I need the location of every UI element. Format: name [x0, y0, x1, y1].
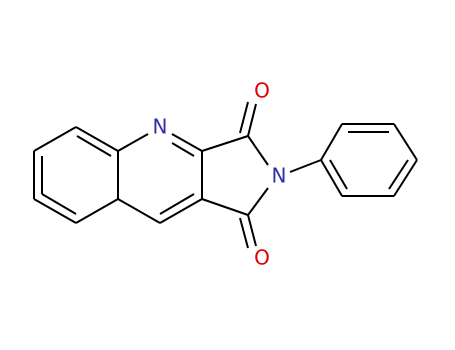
bond [159, 198, 203, 224]
bond [393, 123, 418, 161]
carbonyl-bond [239, 217, 249, 249]
bond [117, 133, 149, 152]
bond [75, 126, 119, 152]
carbonyl-bond [247, 103, 257, 137]
double-bond-inner [76, 135, 112, 157]
oxygen-top-label: O [254, 79, 270, 103]
oxygen-bottom-label: O [254, 246, 270, 270]
pyridine-ring [117, 133, 203, 224]
bond [201, 135, 249, 152]
nitrogen-imide-label: N [272, 164, 287, 188]
bond [247, 135, 269, 166]
double-bond-inner [159, 193, 195, 215]
bond [320, 123, 343, 161]
bond [33, 198, 77, 224]
bond [117, 198, 161, 224]
nitrogen-ring-label: N [153, 115, 168, 139]
bond [33, 126, 77, 152]
bond [393, 159, 418, 197]
double-bond-inner [388, 159, 409, 190]
carbonyl-bond [247, 214, 257, 247]
double-bond-inner [171, 142, 195, 157]
imide-ring [201, 101, 269, 249]
double-bond-inner [41, 193, 77, 215]
carbonyl-bond [239, 101, 249, 134]
bond [171, 133, 203, 152]
bond [201, 198, 249, 216]
phenyl-ring [320, 123, 418, 197]
bond [75, 198, 119, 224]
bond [247, 187, 269, 216]
bond-n-phenyl [289, 159, 322, 173]
benzo-ring [33, 126, 119, 224]
double-bond-inner [329, 159, 348, 190]
bond [320, 159, 343, 197]
